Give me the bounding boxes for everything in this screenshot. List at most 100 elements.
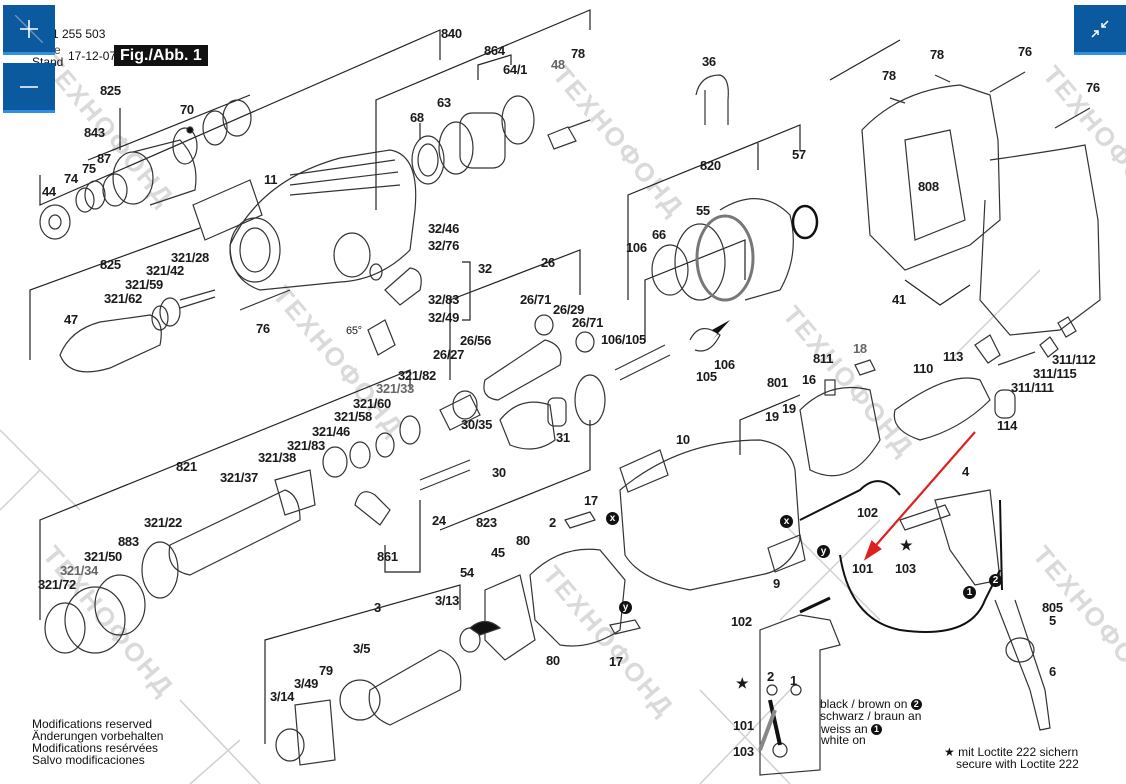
part-label: 105 xyxy=(696,369,717,384)
part-label: 311/112 xyxy=(1052,352,1096,367)
part-label: 30 xyxy=(492,465,506,480)
part-label: 321/38 xyxy=(258,450,296,465)
part-label: 321/60 xyxy=(353,396,391,411)
part-label: 101 xyxy=(852,561,873,576)
part-label: 79 xyxy=(319,663,333,678)
part-label: 63 xyxy=(437,95,451,110)
modifications-note-line: Salvo modificaciones xyxy=(32,753,145,767)
part-label: 110 xyxy=(913,361,934,376)
star-icon: ★ xyxy=(944,745,955,759)
part-label: 321/37 xyxy=(220,470,258,485)
part-label: 78 xyxy=(882,68,896,83)
part-label: 10 xyxy=(676,432,690,447)
part-label: 17 xyxy=(609,654,623,669)
part-label: 36 xyxy=(702,54,716,69)
part-label: 113 xyxy=(943,349,964,364)
part-label: 32 xyxy=(478,261,492,276)
part-label: 103 xyxy=(895,561,916,576)
terminal-marker-1: 1 xyxy=(871,724,883,736)
zoom-out-button[interactable] xyxy=(3,63,55,113)
part-label: 26/56 xyxy=(460,333,492,348)
part-label: 311/111 xyxy=(1011,380,1054,395)
modifications-note-line: Modifications resérvées xyxy=(32,741,159,755)
part-label: 55 xyxy=(696,203,710,218)
part-label: 843 xyxy=(84,125,105,140)
part-label: 321/46 xyxy=(312,424,350,439)
modifications-note-line: Modifications reserved xyxy=(32,717,153,731)
collapse-button[interactable] xyxy=(1074,5,1126,55)
part-label: 9 xyxy=(773,576,780,591)
part-label: 883 xyxy=(118,534,139,549)
part-label: 3/14 xyxy=(270,689,295,704)
part-label: 2 xyxy=(767,669,774,684)
wiring-note-line: weiss an xyxy=(821,722,868,736)
part-label: 821 xyxy=(176,459,197,474)
zoom-in-button[interactable] xyxy=(3,5,55,55)
terminal-marker-2: 2 xyxy=(989,574,1002,587)
part-label: 321/62 xyxy=(104,291,142,306)
part-label: 321/82 xyxy=(398,368,436,383)
part-label: 26 xyxy=(541,255,555,270)
part-label: 321/33 xyxy=(376,381,414,396)
part-label: 1 xyxy=(790,673,797,688)
connector-marker-x: x xyxy=(606,512,619,525)
connector-marker-y: y xyxy=(619,601,632,614)
part-label: 80 xyxy=(546,653,560,668)
part-label: 4 xyxy=(962,464,969,479)
part-label: 3/13 xyxy=(435,593,460,608)
part-label: 823 xyxy=(476,515,497,530)
part-label: 30/35 xyxy=(461,417,493,432)
wiring-note: black / brown on 2 xyxy=(820,698,922,711)
part-label: 75 xyxy=(82,161,96,176)
part-label: 17 xyxy=(584,493,598,508)
part-label: 106/105 xyxy=(601,332,646,347)
part-label: 311/115 xyxy=(1033,366,1077,381)
part-label: 32/83 xyxy=(428,292,460,307)
loctite-star-icon: ★ xyxy=(736,675,749,691)
wiring-note-line: schwarz / braun an xyxy=(820,709,922,723)
angle-label: 65° xyxy=(346,325,362,337)
part-label: 32/76 xyxy=(428,238,460,253)
wiring-note-line: white on xyxy=(821,733,866,747)
part-label: 5 xyxy=(1049,613,1056,628)
issue-date: 17-12-07 xyxy=(68,49,117,63)
part-label: 26/71 xyxy=(572,315,604,330)
loctite-note-line: mit Loctite 222 sichern xyxy=(958,745,1079,759)
part-label: 321/22 xyxy=(144,515,182,530)
part-label: 74 xyxy=(64,171,78,186)
part-label: 114 xyxy=(997,418,1018,433)
part-label: 825 xyxy=(100,257,121,272)
part-label: 70 xyxy=(180,102,194,117)
part-label: 87 xyxy=(97,151,111,166)
part-label: 32/46 xyxy=(428,221,460,236)
part-label: 801 xyxy=(767,375,788,390)
part-label: 54 xyxy=(460,565,474,580)
part-label: 66 xyxy=(652,227,666,242)
part-label: 16 xyxy=(802,372,816,387)
part-label: 78 xyxy=(930,47,944,62)
part-label: 47 xyxy=(64,312,78,327)
part-label: 41 xyxy=(892,292,906,307)
terminal-marker-1: 1 xyxy=(963,586,976,599)
part-label: 103 xyxy=(733,744,754,759)
doc-number: 1 255 503 xyxy=(52,27,106,41)
part-label: 102 xyxy=(731,614,752,629)
part-label: 321/83 xyxy=(287,438,325,453)
collapse-arrows-icon xyxy=(1091,19,1109,38)
part-label: 26/29 xyxy=(553,302,585,317)
part-label: 78 xyxy=(571,46,585,61)
part-label: 80 xyxy=(516,533,530,548)
part-label: 864 xyxy=(484,43,505,58)
terminal-marker-2: 2 xyxy=(910,699,922,711)
part-label: 808 xyxy=(918,179,939,194)
part-label: 6 xyxy=(1049,664,1056,679)
part-label: 321/42 xyxy=(146,263,184,278)
part-label: 44 xyxy=(42,184,56,199)
plus-icon xyxy=(15,14,43,43)
part-label: 31 xyxy=(556,430,570,445)
loctite-note-line: secure with Loctite 222 xyxy=(956,757,1079,771)
connector-marker-x: x xyxy=(780,515,793,528)
part-label: 57 xyxy=(792,147,806,162)
part-label: 32/49 xyxy=(428,310,460,325)
